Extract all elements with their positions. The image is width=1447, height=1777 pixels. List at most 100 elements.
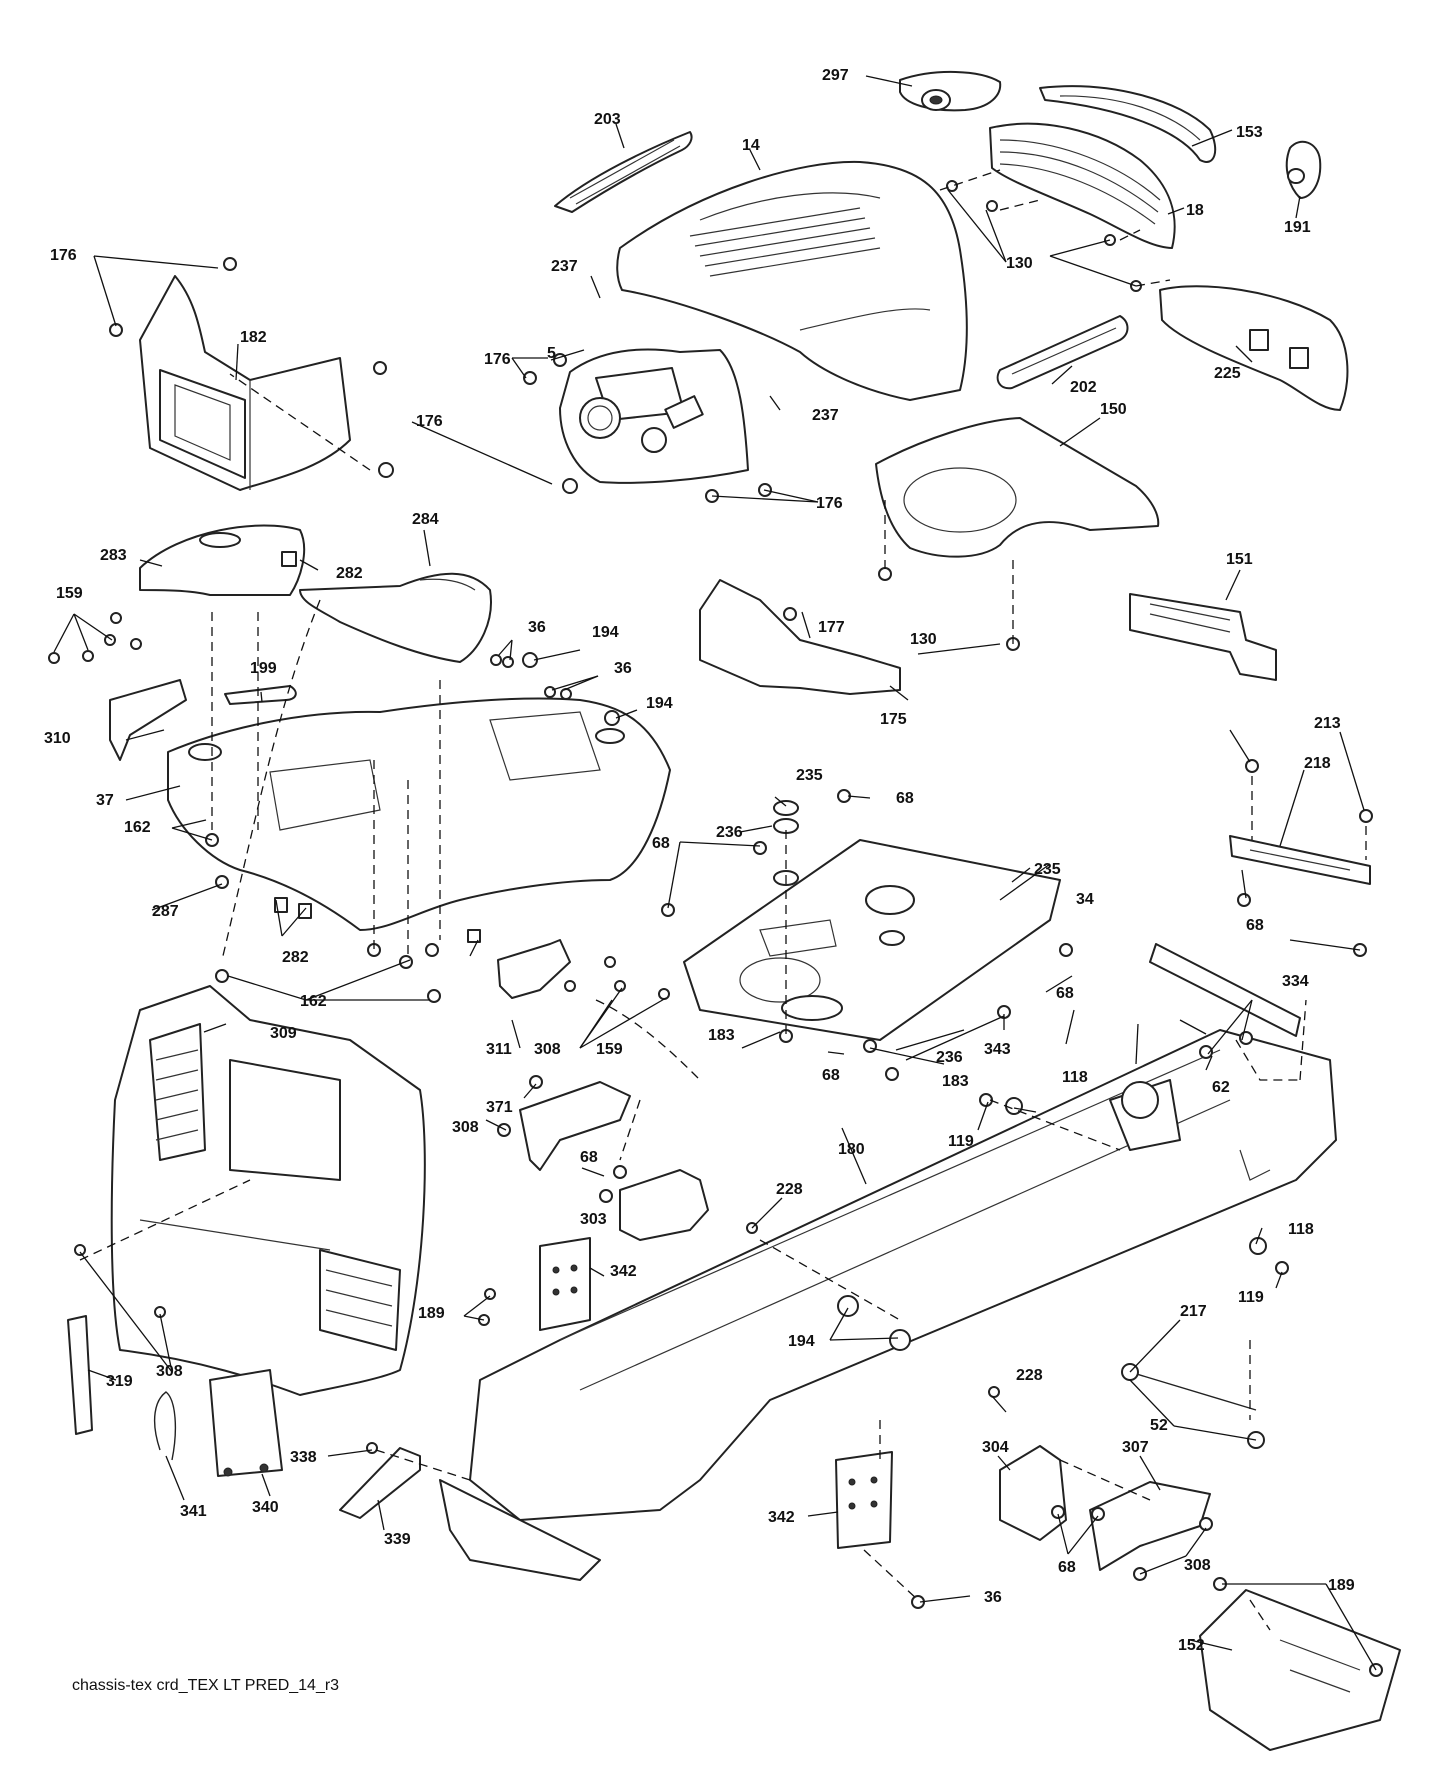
- callout-159: 159: [596, 1041, 623, 1058]
- callout-191: 191: [1284, 219, 1311, 236]
- part-340-plate: [209, 1369, 283, 1477]
- part-235-236-spacers: [773, 800, 905, 946]
- part-202-vent: [996, 315, 1129, 390]
- callout-152: 152: [1178, 1637, 1205, 1654]
- callout-287: 287: [152, 903, 179, 920]
- callout-18: 18: [1186, 202, 1204, 219]
- callout-237: 237: [551, 258, 578, 275]
- callout-308: 308: [452, 1119, 479, 1136]
- callout-189: 189: [418, 1305, 445, 1322]
- callout-194: 194: [592, 624, 619, 641]
- callout-68: 68: [1246, 917, 1264, 934]
- part-310-bracket: [109, 679, 187, 761]
- part-311-bracket: [497, 939, 571, 999]
- callout-36: 36: [614, 660, 632, 677]
- part-341-spring: [153, 1391, 177, 1461]
- callout-68: 68: [1056, 985, 1074, 1002]
- callout-130: 130: [910, 631, 937, 648]
- part-218-cross-bar: [1229, 835, 1371, 885]
- callout-228: 228: [776, 1181, 803, 1198]
- callout-34: 34: [1076, 891, 1094, 908]
- callout-118: 118: [1062, 1069, 1088, 1086]
- part-37-fender-deck: [167, 697, 671, 931]
- callout-213: 213: [1314, 715, 1341, 732]
- callout-175: 175: [880, 711, 907, 728]
- callout-62: 62: [1212, 1079, 1230, 1096]
- callout-labels: 297 203 14 153 191 18 176 182 237 5 176 …: [44, 67, 1355, 1654]
- part-334-bracket: [1149, 943, 1301, 1037]
- callout-194: 194: [788, 1333, 815, 1350]
- part-309-front-frame: [110, 985, 426, 1396]
- callout-310: 310: [44, 730, 71, 747]
- part-175-bracket: [699, 579, 901, 695]
- callout-307: 307: [1122, 1439, 1149, 1456]
- callout-319: 319: [106, 1373, 133, 1390]
- callout-194: 194: [646, 695, 673, 712]
- callout-228: 228: [1016, 1367, 1043, 1384]
- callout-153: 153: [1236, 124, 1263, 141]
- callout-203: 203: [594, 111, 621, 128]
- part-203-vent-trim: [554, 131, 693, 213]
- part-191-lens: [1285, 140, 1322, 199]
- leader-lines: [53, 75, 1377, 1671]
- callout-162: 162: [300, 993, 327, 1010]
- callout-309: 309: [270, 1025, 297, 1042]
- callout-68: 68: [1058, 1559, 1076, 1576]
- callout-177: 177: [818, 619, 845, 636]
- part-152-guard: [1199, 1589, 1401, 1751]
- callout-308: 308: [534, 1041, 561, 1058]
- callout-235: 235: [796, 767, 823, 784]
- callout-237: 237: [812, 407, 839, 424]
- part-18-grille: [989, 122, 1176, 249]
- callout-151: 151: [1226, 551, 1253, 568]
- callout-236: 236: [936, 1049, 963, 1066]
- callout-68: 68: [580, 1149, 598, 1166]
- part-34-plate: [683, 839, 1061, 1041]
- callout-180: 180: [838, 1141, 865, 1158]
- callout-36: 36: [984, 1589, 1002, 1606]
- part-153-trim: [1039, 85, 1217, 163]
- part-282-clips: [274, 551, 481, 943]
- alignment-lines: [79, 169, 1367, 1631]
- callout-162: 162: [124, 819, 151, 836]
- callout-339: 339: [384, 1531, 411, 1548]
- callout-236: 236: [716, 824, 743, 841]
- callout-159: 159: [56, 585, 83, 602]
- callout-52: 52: [1150, 1417, 1168, 1434]
- part-319-strap: [67, 1315, 93, 1435]
- callout-36: 36: [528, 619, 546, 636]
- part-225-bumper: [1159, 285, 1349, 411]
- callout-282: 282: [282, 949, 309, 966]
- part-342-brackets: [539, 1237, 893, 1549]
- callout-5: 5: [547, 345, 556, 362]
- part-182-side-panel: [139, 275, 351, 491]
- callout-343: 343: [984, 1041, 1011, 1058]
- callout-283: 283: [100, 547, 127, 564]
- callout-189: 189: [1328, 1577, 1355, 1594]
- callout-68: 68: [822, 1067, 840, 1084]
- callout-119: 119: [1238, 1289, 1264, 1306]
- part-drawings: [48, 70, 1401, 1751]
- part-339-lever: [339, 1447, 421, 1519]
- part-5-dash-panel: [559, 348, 749, 484]
- part-180-frame: [439, 1029, 1337, 1581]
- callout-130: 130: [1006, 255, 1033, 272]
- part-217-rod: [1129, 1371, 1257, 1411]
- callout-217: 217: [1180, 1303, 1207, 1320]
- part-303-bracket: [619, 1169, 709, 1241]
- callout-371: 371: [486, 1099, 513, 1116]
- callout-235: 235: [1034, 861, 1061, 878]
- callout-183: 183: [708, 1027, 735, 1044]
- callout-37: 37: [96, 792, 114, 809]
- part-14-hood: [616, 160, 968, 401]
- callout-338: 338: [290, 1449, 317, 1466]
- callout-14: 14: [742, 137, 760, 154]
- callout-341: 341: [180, 1503, 207, 1520]
- callout-340: 340: [252, 1499, 279, 1516]
- callout-311: 311: [486, 1041, 512, 1058]
- callout-183: 183: [942, 1073, 969, 1090]
- callout-176: 176: [416, 413, 443, 430]
- part-284-seat-cover: [299, 572, 492, 663]
- callout-282: 282: [336, 565, 363, 582]
